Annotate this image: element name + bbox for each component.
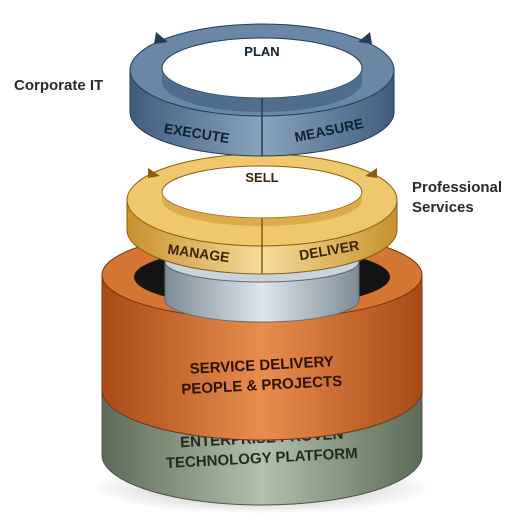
professional-services-label-line2: Services xyxy=(412,199,474,216)
ring-sell: SELL xyxy=(245,170,278,185)
corporate-it-ring: PLAN EXECUTE MEASURE xyxy=(129,23,395,157)
ring-plan: PLAN xyxy=(244,44,279,59)
professional-services-ring: SELL MANAGE DELIVER xyxy=(126,153,398,275)
corporate-it-label: Corporate IT xyxy=(14,77,104,94)
professional-services-label-line1: Professional xyxy=(412,179,503,196)
